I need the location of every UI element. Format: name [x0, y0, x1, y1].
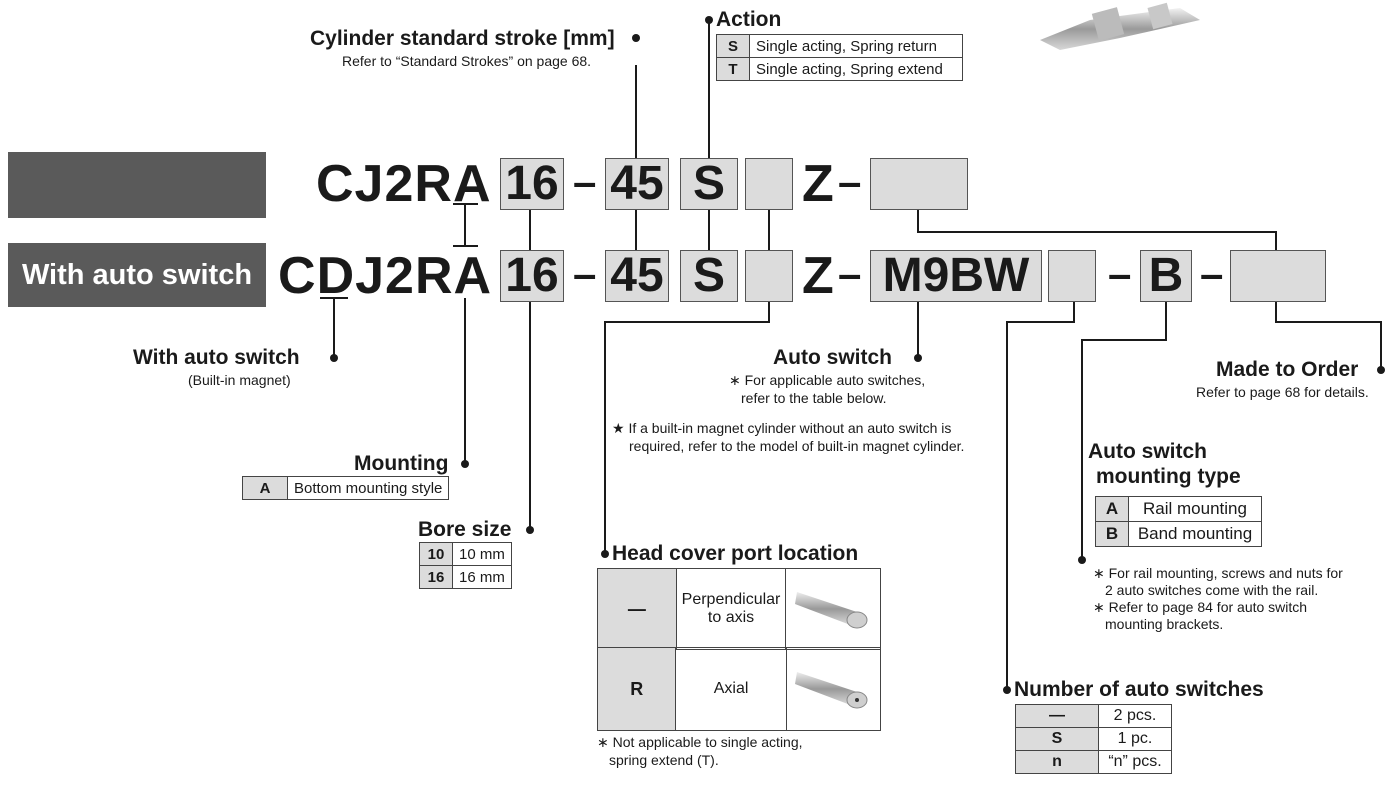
sw-auto-switch-box: M9BW	[870, 250, 1042, 302]
table-row: n“n” pcs.	[1015, 750, 1172, 774]
mounting-type-title-2: mounting type	[1096, 465, 1241, 488]
with-auto-switch-band: With auto switch	[8, 243, 266, 307]
sw-hyphen-1: –	[573, 250, 597, 297]
auto-switch-star-2: required, refer to the model of built-in…	[629, 438, 965, 454]
with-auto-switch-band-label: With auto switch	[21, 258, 253, 291]
head-cover-note-2: spring extend (T).	[609, 752, 719, 768]
auto-switch-note-2: refer to the table below.	[741, 390, 887, 406]
sw-port-box	[745, 250, 793, 302]
head-cover-desc-cell: Perpendicular to axis	[677, 569, 787, 649]
port-perpendicular-image	[786, 569, 880, 649]
head-cover-code-cell: —	[598, 569, 677, 649]
head-cover-note-1: ∗ Not applicable to single acting,	[597, 734, 803, 750]
sw-action-box: S	[680, 250, 738, 302]
std-action-box: S	[680, 158, 738, 210]
made-to-order-note: Refer to page 68 for details.	[1196, 384, 1369, 400]
sw-z-letter: Z	[802, 247, 835, 305]
head-cover-row-perp: — Perpendicular to axis	[597, 568, 881, 650]
auto-switch-star-1: ★ If a built-in magnet cylinder without …	[612, 420, 952, 436]
mounting-type-note-1b: 2 auto switches come with the rail.	[1105, 582, 1319, 598]
std-stroke-box: 45	[605, 158, 669, 210]
with-auto-switch-title: With auto switch	[133, 346, 300, 369]
sw-num-box	[1048, 250, 1096, 302]
std-model-code: CJ2RA	[316, 155, 492, 213]
sw-code-rest: J2RA	[355, 247, 493, 305]
cylinder-photo	[1000, 0, 1220, 55]
bore-title: Bore size	[418, 518, 512, 541]
with-auto-switch-note: (Built-in magnet)	[188, 372, 291, 388]
mounting-title: Mounting	[354, 452, 449, 475]
sw-hyphen-4: –	[1200, 250, 1224, 297]
head-cover-row-axial: R Axial	[597, 647, 881, 731]
stroke-title: Cylinder standard stroke [mm]	[310, 27, 615, 50]
head-cover-code-cell: R	[598, 648, 677, 730]
mounting-type-note-1a: ∗ For rail mounting, screws and nuts for	[1093, 565, 1343, 581]
head-cover-desc-cell: Axial	[676, 648, 787, 730]
mounting-type-note-2b: mounting brackets.	[1105, 616, 1224, 632]
sw-stroke-box: 45	[605, 250, 669, 302]
head-cover-table: — Perpendicular to axis R Axial	[597, 568, 881, 731]
std-bore-box: 16	[500, 158, 564, 210]
sw-mto-box	[1230, 250, 1326, 302]
sw-hyphen-3: –	[1108, 250, 1132, 297]
head-cover-title: Head cover port location	[612, 542, 859, 565]
num-switches-title: Number of auto switches	[1014, 678, 1264, 701]
sw-code-c: C	[278, 247, 317, 305]
auto-switch-title: Auto switch	[773, 346, 892, 369]
sw-hyphen-2: –	[838, 250, 862, 297]
std-hyphen-2: –	[838, 158, 862, 205]
std-z-letter: Z	[802, 155, 835, 213]
std-hyphen-1: –	[573, 158, 597, 205]
mounting-type-note-2a: ∗ Refer to page 84 for auto switch	[1093, 599, 1308, 615]
std-port-box	[745, 158, 793, 210]
made-to-order-title: Made to Order	[1216, 358, 1359, 381]
sw-model-code: CDJ2RA	[278, 250, 492, 302]
auto-switch-note-1: ∗ For applicable auto switches,	[729, 372, 926, 388]
standard-band	[8, 152, 266, 218]
mounting-type-title-1: Auto switch	[1088, 440, 1207, 463]
sw-bore-box: 16	[500, 250, 564, 302]
port-axial-image	[787, 648, 880, 730]
std-mto-box	[870, 158, 968, 210]
action-title: Action	[716, 8, 782, 31]
table-row: —2 pcs.	[1015, 704, 1172, 728]
sw-mounting-type-box: B	[1140, 250, 1192, 302]
sw-code-d: D	[316, 247, 356, 305]
stroke-note: Refer to “Standard Strokes” on page 68.	[342, 53, 592, 69]
